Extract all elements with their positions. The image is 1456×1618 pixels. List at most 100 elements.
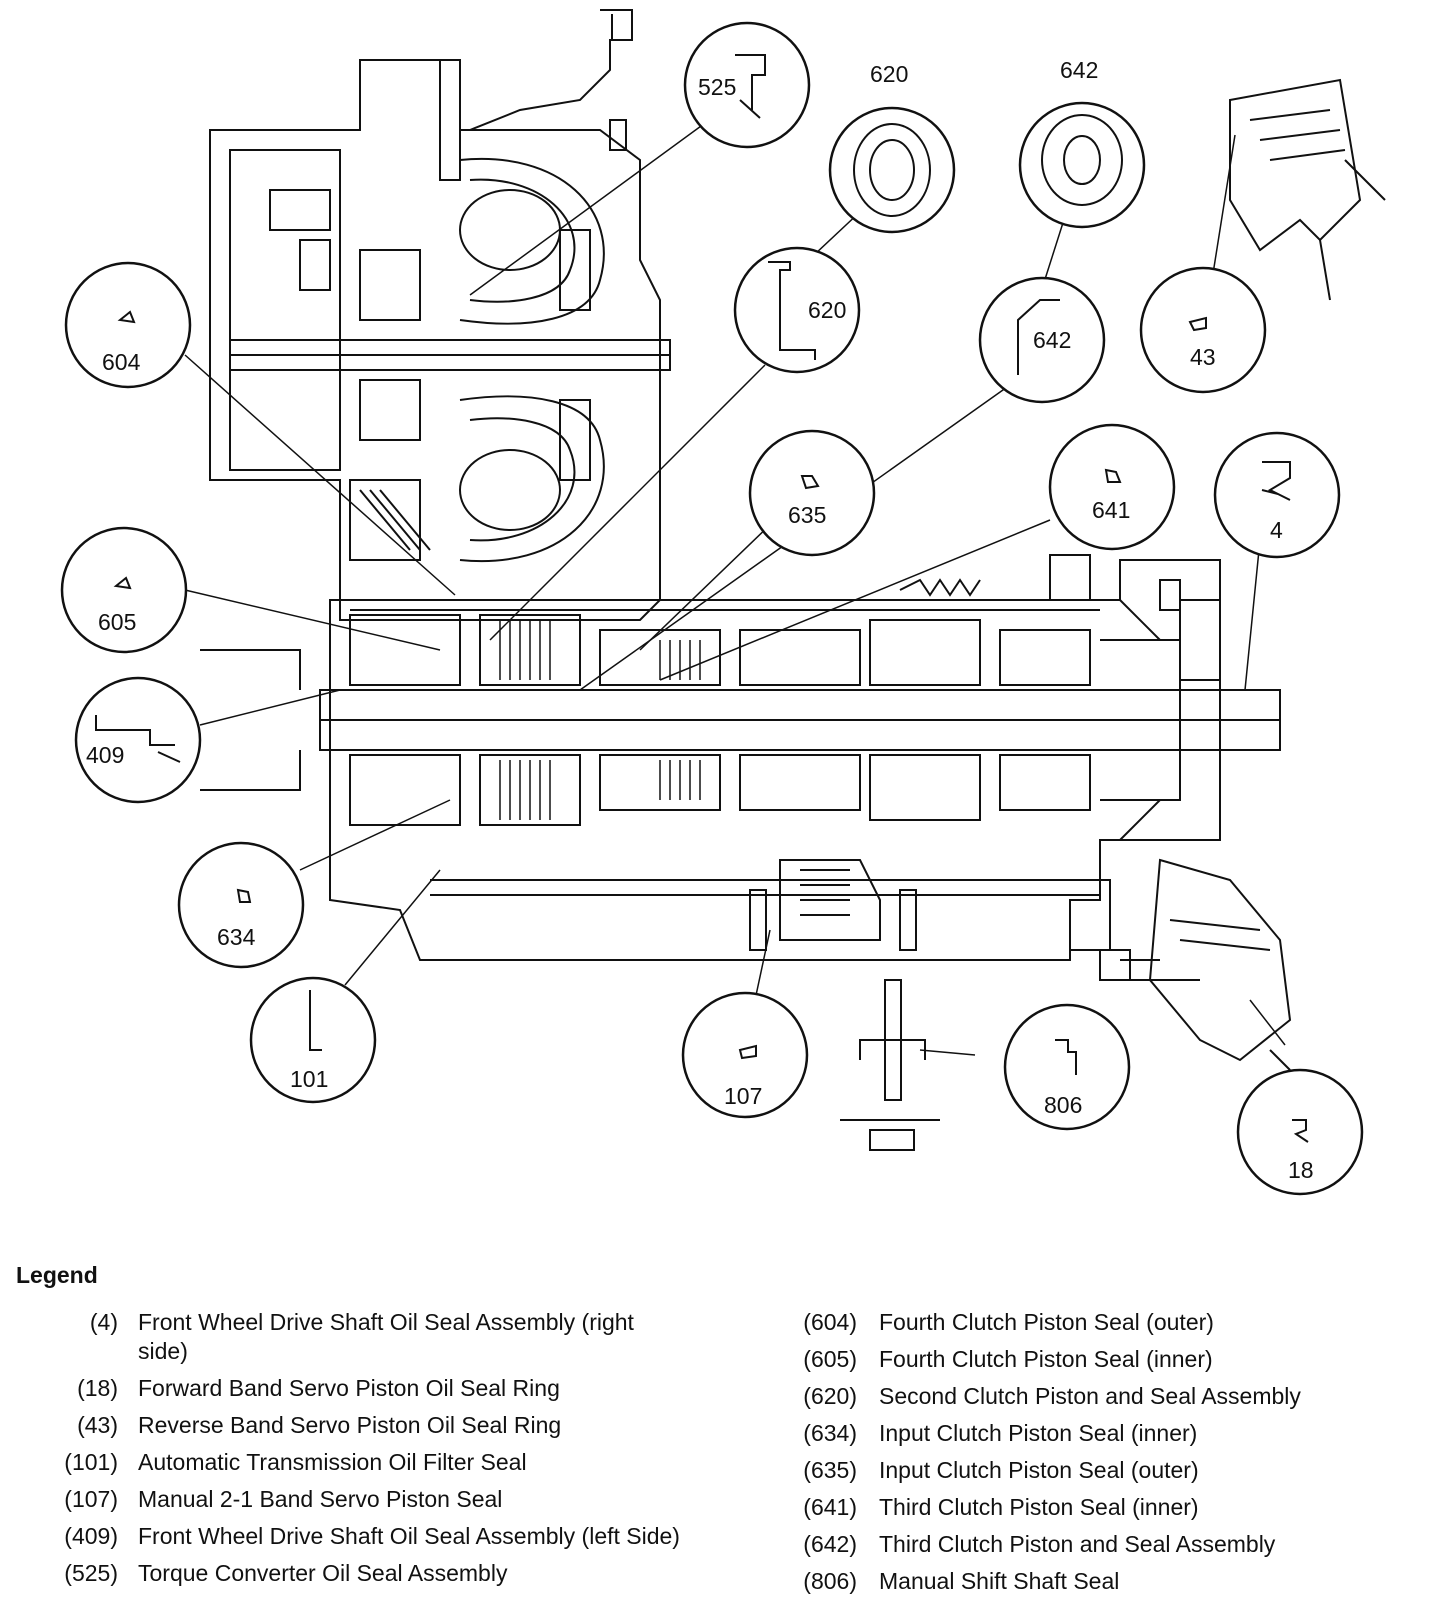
legend-item: (101) Automatic Transmission Oil Filter …	[40, 1448, 690, 1477]
legend-item-description: Forward Band Servo Piston Oil Seal Ring	[138, 1375, 560, 1401]
legend-item: (4) Front Wheel Drive Shaft Oil Seal Ass…	[40, 1308, 690, 1366]
callout-circle-605	[60, 526, 188, 654]
legend-item-description: Second Clutch Piston and Seal Assembly	[879, 1383, 1301, 1409]
seal-605-icon	[113, 576, 132, 590]
legend-item-description: Manual 2-1 Band Servo Piston Seal	[138, 1486, 503, 1512]
seal-107-icon	[738, 1044, 757, 1060]
callout-label-604: 604	[102, 349, 141, 375]
callout-circles	[60, 21, 1364, 1196]
callout-circle-642	[978, 276, 1106, 404]
legend-left-column: (4) Front Wheel Drive Shaft Oil Seal Ass…	[40, 1308, 690, 1596]
callout-circle-642-top	[1018, 101, 1146, 229]
legend-item-number: (634)	[803, 1420, 857, 1446]
legend-item-description: Fourth Clutch Piston Seal (outer)	[879, 1309, 1214, 1335]
seal-101-icon	[309, 990, 322, 1051]
seal-620-ring-icon	[853, 123, 931, 217]
legend-item-description: Input Clutch Piston Seal (outer)	[879, 1457, 1199, 1483]
legend-item-number: (43)	[77, 1412, 118, 1438]
callout-circle-641	[1048, 423, 1176, 551]
callout-label-620: 620	[808, 297, 846, 323]
legend-item-number: (18)	[77, 1375, 118, 1401]
callout-label-18: 18	[1288, 1157, 1314, 1183]
seal-620-profile-icon	[768, 261, 816, 360]
seal-634-icon	[236, 888, 252, 903]
callout-circle-620	[733, 246, 861, 374]
legend-item: (18) Forward Band Servo Piston Oil Seal …	[40, 1374, 690, 1403]
legend-right-column: (604) Fourth Clutch Piston Seal (outer) …	[795, 1308, 1435, 1604]
callout-label-4: 4	[1270, 517, 1283, 543]
callout-circle-525	[683, 21, 811, 149]
seal-409-icon	[95, 715, 181, 763]
transmission-diagram: 525 620 642 604 620 642 43 635 641 4 605…	[60, 9, 1386, 1196]
seal-profile-icons	[95, 54, 1309, 1143]
legend-item-description: Third Clutch Piston and Seal Assembly	[879, 1531, 1276, 1557]
callout-label-642-top: 642	[1060, 57, 1098, 83]
seal-635-icon	[800, 475, 820, 490]
callout-label-525: 525	[698, 74, 736, 100]
legend-item-description: Front Wheel Drive Shaft Oil Seal Assembl…	[138, 1523, 680, 1549]
legend-item-number: (635)	[803, 1457, 857, 1483]
seal-642-profile-icon	[1017, 299, 1060, 375]
legend-item: (620) Second Clutch Piston and Seal Asse…	[795, 1382, 1435, 1411]
callout-circle-4	[1213, 431, 1341, 559]
legend-item-description: Front Wheel Drive Shaft Oil Seal Assembl…	[138, 1309, 634, 1364]
legend-item: (806) Manual Shift Shaft Seal	[795, 1567, 1435, 1596]
legend-item: (604) Fourth Clutch Piston Seal (outer)	[795, 1308, 1435, 1337]
legend-item-number: (525)	[64, 1560, 118, 1586]
callout-label-107: 107	[724, 1083, 762, 1109]
legend-item-description: Fourth Clutch Piston Seal (inner)	[879, 1346, 1213, 1372]
callout-circle-101	[249, 976, 377, 1104]
legend-item: (107) Manual 2-1 Band Servo Piston Seal	[40, 1485, 690, 1514]
legend-item-number: (101)	[64, 1449, 118, 1475]
callout-circle-634	[177, 841, 305, 969]
legend-item-number: (641)	[803, 1494, 857, 1520]
callout-circle-806	[1003, 1003, 1131, 1131]
seal-604-icon	[117, 310, 136, 324]
callout-circle-107	[681, 991, 809, 1119]
legend-item-description: Automatic Transmission Oil Filter Seal	[138, 1449, 527, 1475]
legend-item-description: Reverse Band Servo Piston Oil Seal Ring	[138, 1412, 562, 1438]
seal-641-icon	[1104, 468, 1122, 483]
legend-item-number: (409)	[64, 1523, 118, 1549]
callout-label-642: 642	[1033, 327, 1071, 353]
callout-circle-635	[748, 429, 876, 557]
callout-circle-43	[1139, 266, 1267, 394]
legend-item: (409) Front Wheel Drive Shaft Oil Seal A…	[40, 1522, 690, 1551]
legend-item: (641) Third Clutch Piston Seal (inner)	[795, 1493, 1435, 1522]
callout-circle-604	[64, 261, 192, 389]
legend-item-number: (4)	[89, 1309, 118, 1335]
legend-item: (635) Input Clutch Piston Seal (outer)	[795, 1456, 1435, 1485]
callout-label-634: 634	[217, 924, 256, 950]
legend-item-number: (107)	[64, 1486, 118, 1512]
legend-item: (634) Input Clutch Piston Seal (inner)	[795, 1419, 1435, 1448]
callout-label-101: 101	[290, 1066, 328, 1092]
legend-item-number: (604)	[803, 1309, 857, 1335]
legend-title: Legend	[16, 1262, 98, 1288]
callout-label-605: 605	[98, 609, 136, 635]
seal-642-ring-icon	[1041, 114, 1123, 206]
legend-item: (605) Fourth Clutch Piston Seal (inner)	[795, 1345, 1435, 1374]
legend-item-number: (642)	[803, 1531, 857, 1557]
seal-18-icon	[1292, 1119, 1309, 1143]
legend-item-number: (806)	[803, 1568, 857, 1594]
callout-labels: 525 620 642 604 620 642 43 635 641 4 605…	[86, 57, 1314, 1183]
legend-item-description: Input Clutch Piston Seal (inner)	[879, 1420, 1198, 1446]
seal-525-icon	[735, 54, 766, 119]
callout-circle-620-top	[828, 106, 956, 234]
callout-label-641: 641	[1092, 497, 1130, 523]
callout-label-409: 409	[86, 742, 124, 768]
legend-item-description: Third Clutch Piston Seal (inner)	[879, 1494, 1199, 1520]
legend-item-description: Torque Converter Oil Seal Assembly	[138, 1560, 508, 1586]
callout-circle-409	[74, 676, 202, 804]
seal-43-icon	[1188, 316, 1207, 332]
seal-4-icon	[1261, 461, 1291, 501]
seal-806-icon	[1055, 1039, 1077, 1075]
callout-label-806: 806	[1044, 1092, 1082, 1118]
legend-item: (642) Third Clutch Piston and Seal Assem…	[795, 1530, 1435, 1559]
legend-item: (525) Torque Converter Oil Seal Assembly	[40, 1559, 690, 1588]
callout-label-635: 635	[788, 502, 826, 528]
legend-item-description: Manual Shift Shaft Seal	[879, 1568, 1120, 1594]
callout-label-43: 43	[1190, 344, 1216, 370]
legend-item-number: (605)	[803, 1346, 857, 1372]
transmission-housing	[200, 9, 1386, 1151]
